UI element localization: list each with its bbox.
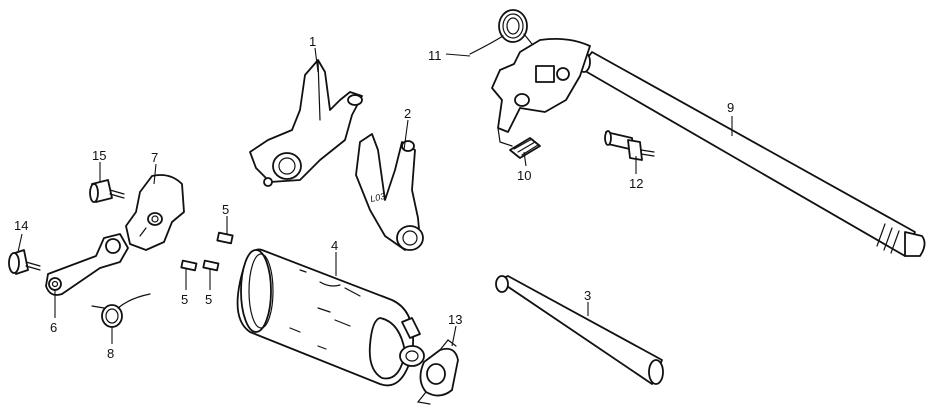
callout-8: 8 <box>107 346 114 361</box>
callout-14: 14 <box>14 218 28 233</box>
part-4-shift-drum[interactable] <box>236 248 425 387</box>
callout-7: 7 <box>151 150 158 165</box>
callout-15: 15 <box>92 148 106 163</box>
part-2-shift-fork[interactable]: L03 <box>355 133 424 251</box>
callout-9: 9 <box>727 100 734 115</box>
part-6-stopper-arm[interactable] <box>45 233 129 296</box>
callout-10: 10 <box>517 168 531 183</box>
callout-labels: 1 2 3 4 5 5 5 6 7 8 9 10 11 12 13 14 15 <box>14 34 734 361</box>
callout-11: 11 <box>428 48 442 63</box>
part-7-stopper-plate[interactable] <box>125 174 185 251</box>
part-1-shift-fork[interactable] <box>249 59 363 187</box>
callout-13: 13 <box>448 312 462 327</box>
part-15-bolt[interactable] <box>89 179 125 203</box>
part-13-clip[interactable] <box>416 339 459 405</box>
part-12-bolt[interactable] <box>604 130 655 161</box>
callout-3: 3 <box>584 288 591 303</box>
part-5-dowel-pins[interactable] <box>180 231 234 272</box>
part-3-fork-shaft[interactable] <box>495 275 664 385</box>
callout-4: 4 <box>331 238 338 253</box>
shift-arm-plate[interactable] <box>491 37 591 147</box>
part-11-return-spring[interactable] <box>469 9 533 55</box>
callout-12: 12 <box>629 176 643 191</box>
callout-1: 1 <box>309 34 316 49</box>
callout-5-top: 5 <box>222 202 229 217</box>
callout-6: 6 <box>50 320 57 335</box>
fork-stamp-text: L03 <box>369 191 386 204</box>
callout-5-right: 5 <box>205 292 212 307</box>
leader-lines <box>17 47 733 347</box>
part-8-torsion-spring[interactable] <box>91 293 151 328</box>
part-10-stud[interactable] <box>509 137 541 159</box>
callout-2: 2 <box>404 106 411 121</box>
callout-5-left: 5 <box>181 292 188 307</box>
part-14-bolt[interactable] <box>8 249 41 275</box>
